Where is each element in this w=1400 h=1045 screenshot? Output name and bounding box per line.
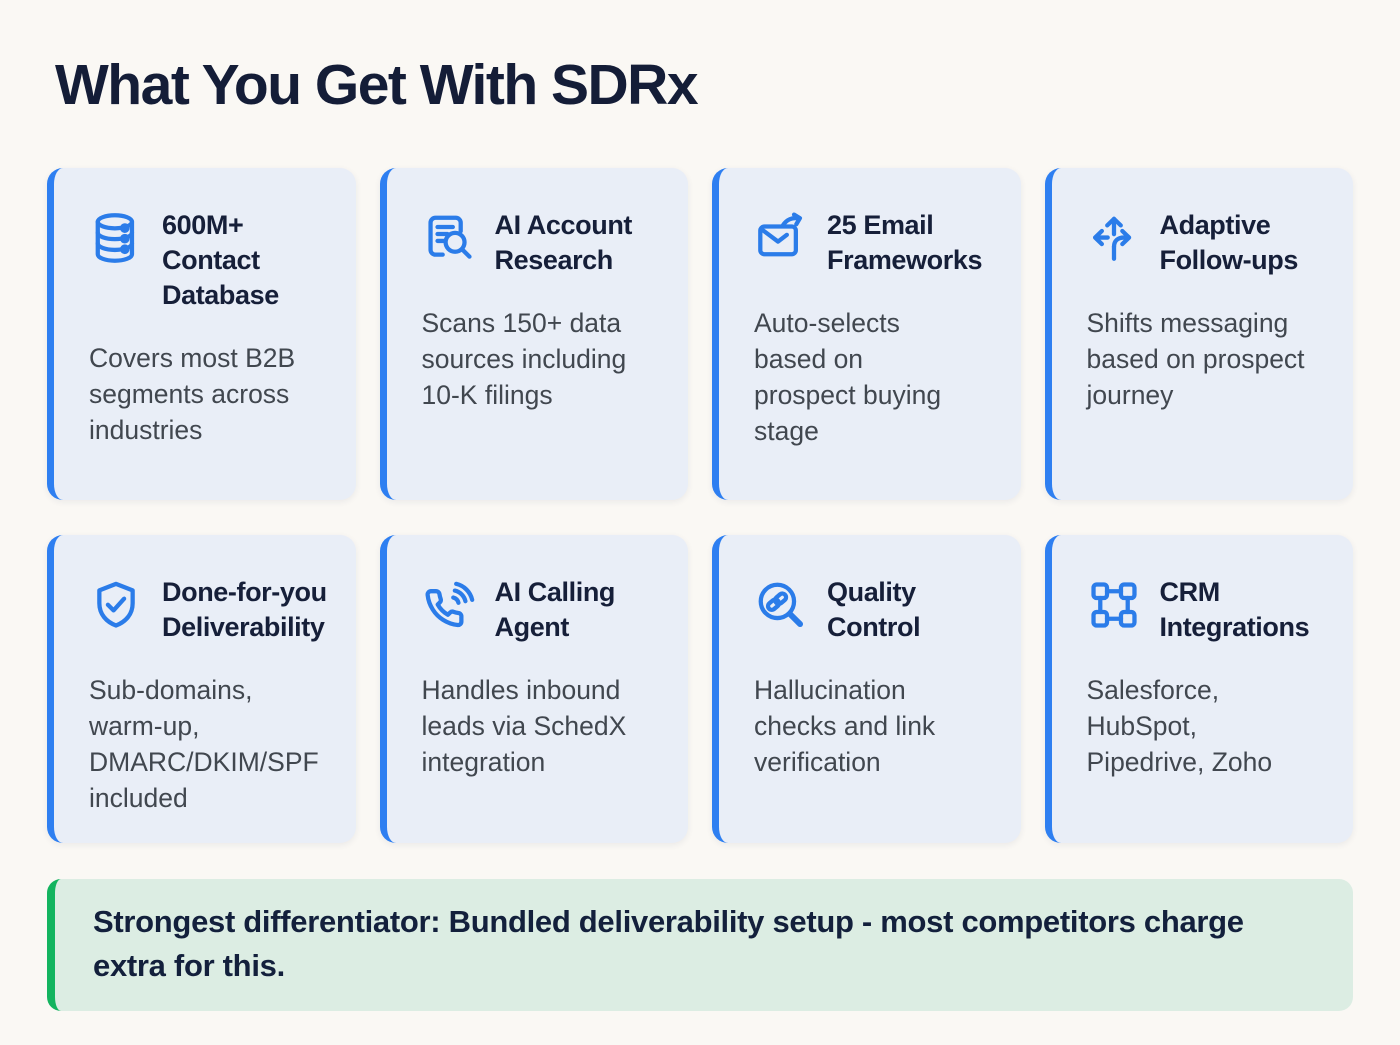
page-title: What You Get With SDRx (55, 53, 699, 117)
phone-waves-icon (422, 578, 476, 632)
card-quality-control: Quality Control Hallucination checks and… (712, 535, 1021, 843)
card-crm-integrations: CRM Integrations Salesforce, HubSpot, Pi… (1044, 535, 1353, 843)
network-nodes-icon (1087, 578, 1141, 632)
card-header: Done-for-you Deliverability (89, 575, 342, 645)
shield-check-icon (89, 578, 143, 632)
card-adaptive-followups: Adaptive Follow-ups Shifts messaging bas… (1044, 168, 1353, 500)
card-header: 600M+ Contact Database (89, 208, 342, 313)
card-description: Hallucination checks and link verificati… (754, 675, 936, 778)
branch-arrows-icon (1087, 211, 1141, 265)
card-description: Salesforce, HubSpot, Pipedrive, Zoho (1086, 675, 1273, 778)
email-send-icon (754, 211, 808, 265)
card-description: Covers most B2B segments across industri… (89, 343, 296, 446)
card-contact-database: 600M+ Contact Database Covers most B2B s… (47, 168, 356, 500)
document-search-icon (422, 211, 476, 265)
feature-card-grid: 600M+ Contact Database Covers most B2B s… (47, 168, 1353, 843)
card-description: Auto-selects based on prospect buying st… (754, 308, 942, 447)
card-header: AI Calling Agent (422, 575, 675, 645)
callout-text: Strongest differentiator: Bundled delive… (93, 904, 1244, 984)
card-account-research: AI Account Research Scans 150+ data sour… (379, 168, 688, 500)
card-header: AI Account Research (422, 208, 675, 278)
card-title: 25 Email Frameworks (827, 210, 983, 276)
card-calling-agent: AI Calling Agent Handles inbound leads v… (379, 535, 688, 843)
database-icon (89, 211, 143, 265)
card-description: Sub-domains, warm-up, DMARC/DKIM/SPF inc… (89, 675, 319, 814)
card-description: Handles inbound leads via SchedX integra… (421, 675, 627, 778)
differentiator-callout: Strongest differentiator: Bundled delive… (47, 879, 1353, 1012)
card-title: AI Calling Agent (494, 577, 616, 643)
card-header: CRM Integrations (1087, 575, 1340, 645)
card-header: 25 Email Frameworks (754, 208, 1007, 278)
card-deliverability: Done-for-you Deliverability Sub-domains,… (47, 535, 356, 843)
card-header: Adaptive Follow-ups (1087, 208, 1340, 278)
infographic: What You Get With SDRx (47, 53, 1353, 1012)
card-title: CRM Integrations (1159, 577, 1310, 643)
card-header: Quality Control (754, 575, 1007, 645)
card-title: Done-for-you Deliverability (162, 577, 327, 643)
search-link-icon (754, 578, 808, 632)
card-description: Scans 150+ data sources including 10-K f… (421, 308, 627, 411)
card-title: Adaptive Follow-ups (1159, 210, 1299, 276)
card-title: 600M+ Contact Database (162, 210, 279, 311)
card-title: AI Account Research (494, 210, 633, 276)
card-email-frameworks: 25 Email Frameworks Auto-selects based o… (712, 168, 1021, 500)
card-description: Shifts messaging based on prospect journ… (1086, 308, 1305, 411)
card-title: Quality Control (827, 577, 921, 643)
